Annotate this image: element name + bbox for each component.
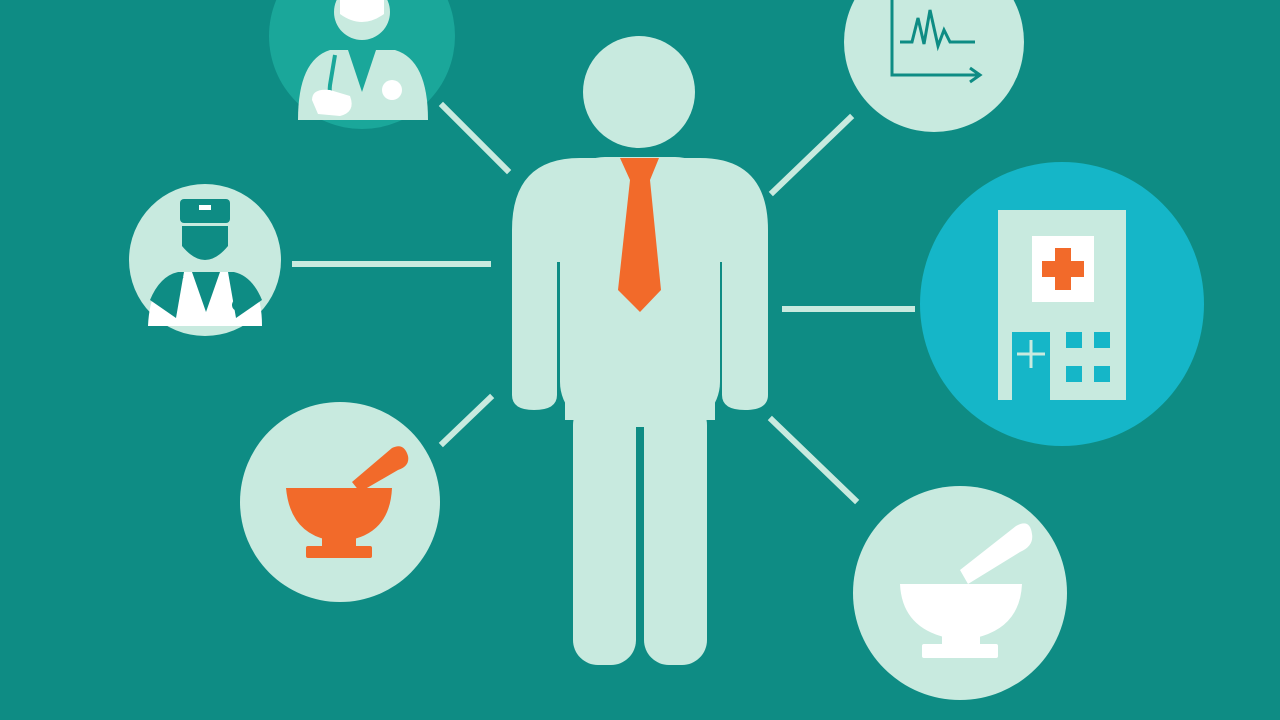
mortar-white-node[interactable]	[853, 486, 1067, 700]
connector-lines	[292, 101, 915, 505]
connector-ecg	[768, 113, 855, 197]
mortar-neck	[322, 538, 356, 548]
hospital-cross-horizontal	[1042, 261, 1084, 277]
doctor-with-cap-icon	[148, 199, 262, 326]
mortar-bowl	[286, 488, 392, 540]
mortar-orange-node[interactable]	[240, 402, 440, 602]
doctor-left-collar	[192, 272, 220, 312]
mortar-pestle-icon	[286, 446, 409, 558]
mortar-white-neck	[942, 636, 980, 646]
doctor-hand	[312, 89, 352, 116]
connector-doctor-top	[438, 101, 512, 175]
doctor-icon	[298, 0, 428, 120]
doctor-top-node[interactable]	[269, 0, 455, 129]
cap-cross	[199, 205, 211, 210]
tie-icon	[618, 158, 661, 312]
stethoscope-bell-icon	[382, 80, 402, 100]
hospital-window-1	[1066, 332, 1082, 348]
hospital-window-2	[1094, 332, 1110, 348]
stethoscope-left-icon	[169, 274, 243, 306]
doctor-cap	[180, 199, 230, 223]
person-left-leg	[573, 400, 636, 665]
person-right-leg	[644, 400, 707, 665]
hospital-window-4	[1094, 366, 1110, 382]
ecg-wave	[900, 9, 975, 52]
pestle-white	[960, 523, 1033, 584]
mortar-white-base	[922, 644, 998, 658]
mortar-base	[306, 546, 372, 558]
hospital-node[interactable]	[920, 162, 1204, 446]
hospital-window-3	[1066, 366, 1082, 382]
ecg-circle	[844, 0, 1024, 132]
hospital-building-icon	[998, 210, 1126, 400]
person-head	[583, 36, 695, 148]
ecg-chart-icon	[890, 0, 983, 84]
ecg-arrow-head	[969, 66, 983, 84]
pestle	[352, 446, 409, 492]
connector-mortar-white	[767, 415, 860, 505]
doctor-left-node[interactable]	[129, 184, 281, 336]
person-with-tie-icon	[512, 36, 768, 665]
ecg-axes	[890, 0, 978, 77]
stethoscope-left-bell	[232, 299, 244, 311]
mortar-pestle-icon	[900, 523, 1033, 658]
connector-mortar-orange	[438, 393, 495, 448]
mortar-white-bowl	[900, 584, 1022, 638]
doctor-face	[340, 0, 384, 22]
doctor-left-head	[182, 226, 228, 260]
hospital-door-plus	[1017, 340, 1045, 368]
ecg-chart-node[interactable]	[844, 0, 1024, 132]
doctor-collar	[348, 50, 376, 92]
